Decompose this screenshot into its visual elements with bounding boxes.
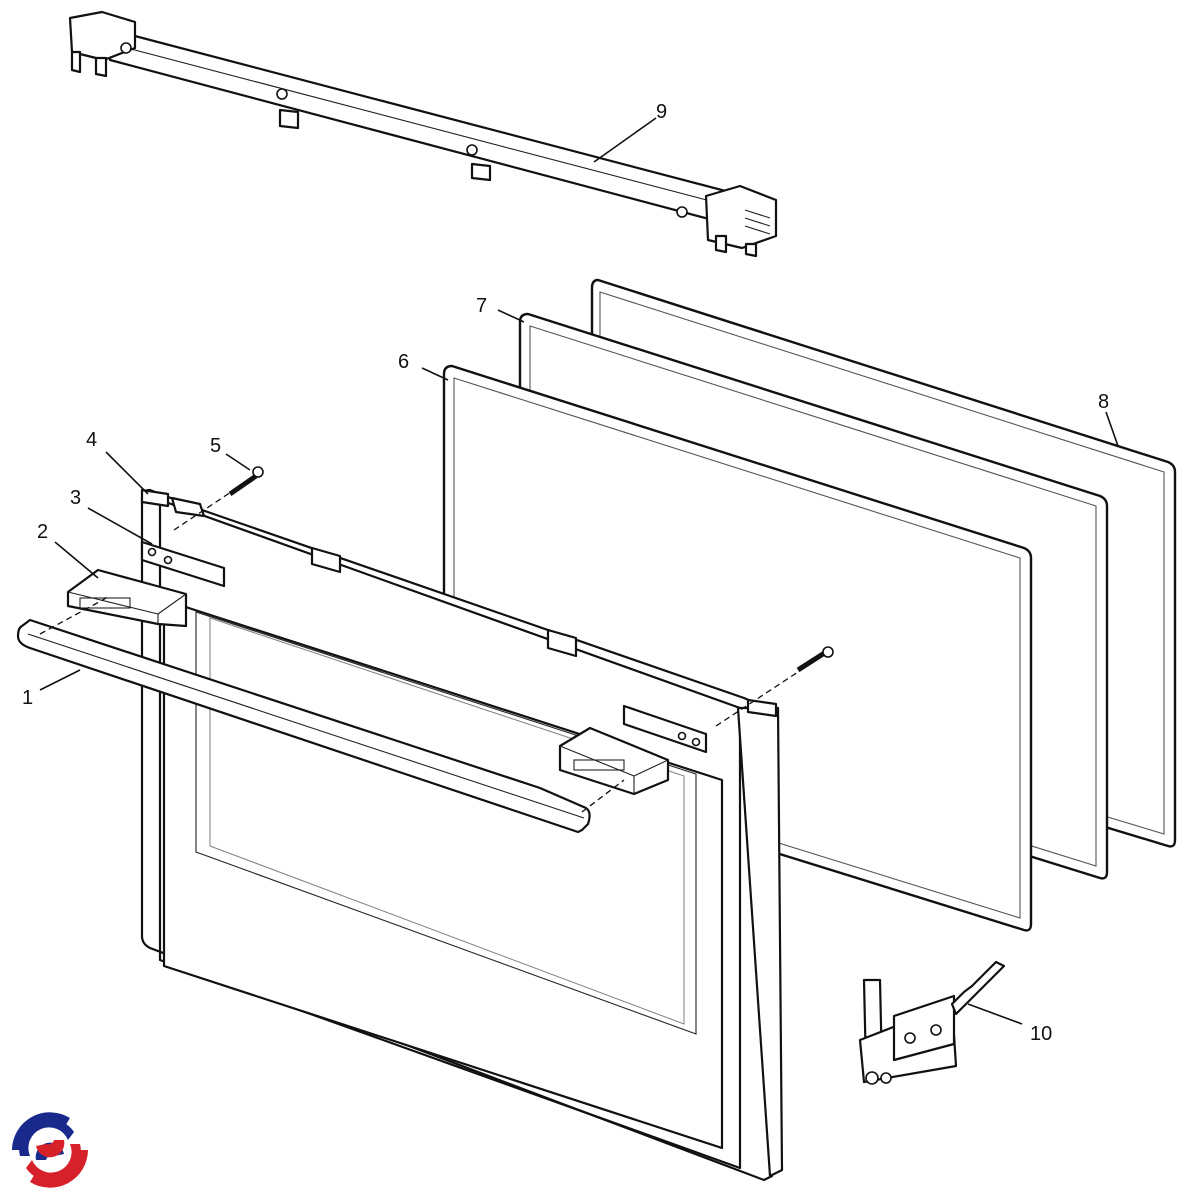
leader-lines	[39, 117, 1119, 1025]
handle-bar	[16, 618, 591, 834]
callout-9: 9	[656, 101, 667, 123]
top-trim-bar	[68, 10, 778, 258]
screw-5	[228, 466, 264, 497]
callout-7: 7	[476, 295, 487, 317]
callout-5: 5	[210, 435, 221, 457]
handle-bracket-right	[558, 726, 670, 796]
callout-6: 6	[398, 351, 409, 373]
callout-2: 2	[37, 521, 48, 543]
callout-3: 3	[70, 487, 81, 509]
callout-1: 1	[22, 687, 33, 709]
callout-labels: 1 2 3 4 5 6 7 8 9 10	[22, 101, 1109, 1045]
assembly-lines	[39, 489, 799, 813]
callout-8: 8	[1098, 391, 1109, 413]
bracket-plate-right	[622, 704, 708, 754]
callout-4: 4	[86, 429, 97, 451]
callout-10: 10	[1030, 1023, 1052, 1045]
screw-right	[796, 646, 834, 673]
hinge	[858, 960, 1006, 1085]
brand-logo	[10, 1110, 90, 1190]
handle-bracket-2	[66, 568, 188, 628]
bracket-plate-3	[140, 540, 226, 588]
